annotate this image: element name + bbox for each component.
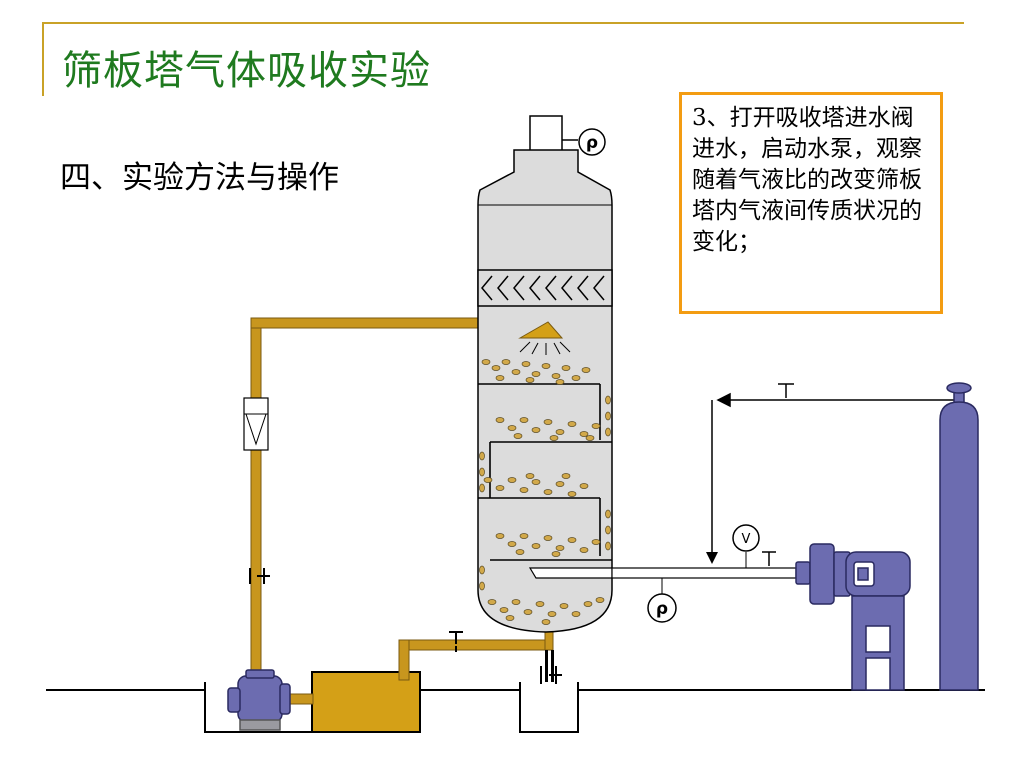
gas-supply-line	[706, 383, 958, 564]
bottom-density-gauge: ρ	[647, 593, 677, 623]
gas-cylinder	[939, 382, 979, 691]
top-density-gauge: ρ	[562, 128, 606, 156]
voltmeter: V	[732, 524, 760, 552]
bottom-gauge-symbol: ρ	[656, 599, 668, 619]
flow-meter	[243, 397, 269, 451]
water-outlet-pipe	[398, 629, 554, 682]
liquid-distributor	[518, 321, 571, 355]
side-accent-rule	[42, 22, 44, 96]
gas-pipe-to-column	[611, 551, 797, 594]
drain-valve	[540, 666, 562, 684]
blower	[795, 543, 911, 691]
sieve-plate-column	[477, 115, 613, 633]
water-pump	[227, 669, 291, 731]
bubble-layers	[479, 359, 611, 625]
voltmeter-symbol: V	[742, 532, 751, 547]
procedure-note-box: 3、打开吸收塔进水阀进水，启动水泵，观察随着气液比的改变筛板塔内气液间传质状况的…	[679, 92, 943, 314]
outlet-valve	[449, 631, 463, 652]
top-gauge-symbol: ρ	[586, 133, 598, 153]
section-subtitle: 四、实验方法与操作	[60, 160, 339, 196]
demister	[477, 269, 613, 307]
water-tank	[311, 671, 421, 733]
gas-inlet-nozzle	[528, 567, 613, 579]
drain-pit	[519, 682, 579, 733]
water-valve	[249, 568, 270, 584]
procedure-note-text: 3、打开吸收塔进水阀进水，启动水泵，观察随着气液比的改变筛板塔内气液间传质状况的…	[692, 105, 922, 255]
sieve-plates	[478, 383, 612, 561]
top-accent-rule	[42, 22, 964, 24]
slide-title: 筛板塔气体吸收实验	[62, 48, 431, 94]
